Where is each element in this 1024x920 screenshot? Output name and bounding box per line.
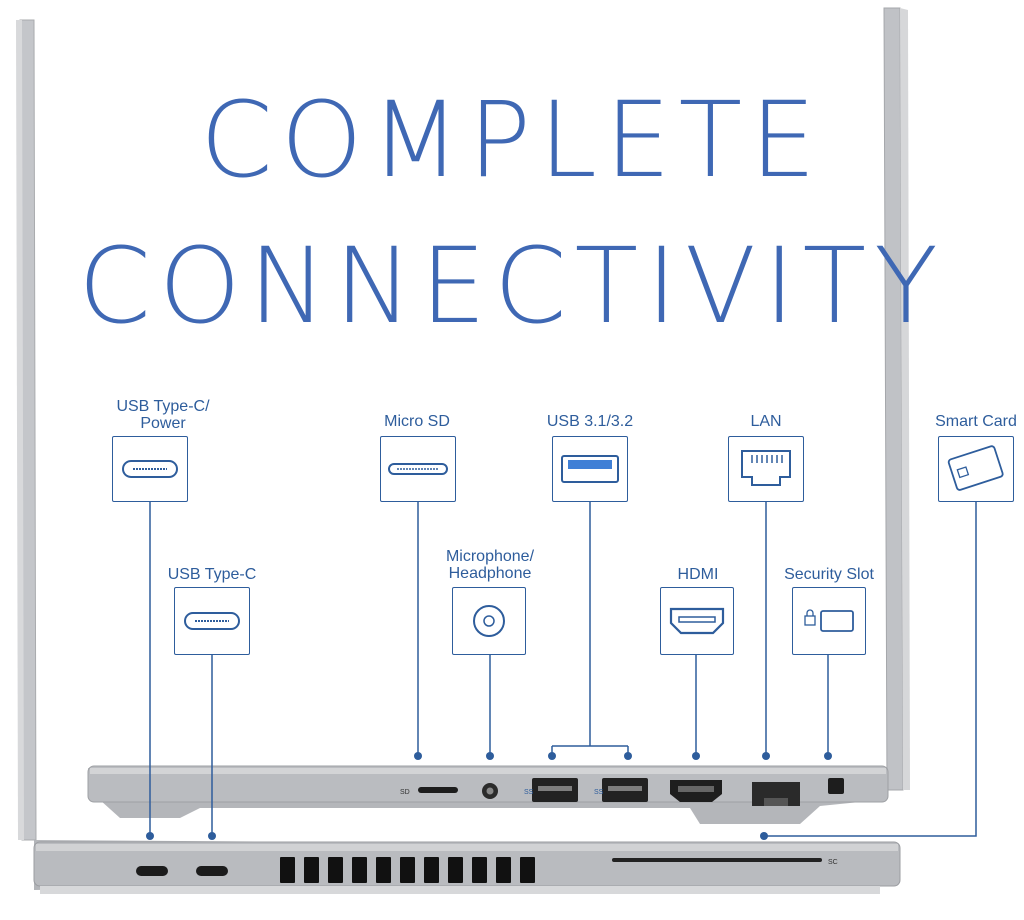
micro-sd-slot-icon [380,436,456,502]
headline-line-2: CONNECTIVITY [78,225,946,347]
security-slot-icon [792,587,866,655]
smart-card-icon [938,436,1014,502]
hdmi-label: HDMI [677,566,719,583]
security-slot-label: Security Slot [784,566,874,583]
smart-card-label: Smart Card [935,413,1017,430]
usb-c-power-port-icon [112,436,188,502]
lan-label: LAN [750,413,782,430]
svg-text:SS: SS [594,789,604,796]
usb-31-label: USB 3.1/3.2 [546,413,634,430]
lan-port-icon [728,436,804,502]
hdmi-port-icon [660,587,734,655]
usb-c-label: USB Type-C [167,566,257,583]
audio-jack-icon [452,587,526,655]
usb-c-power-label: USB Type-C/ Power [116,398,210,432]
usb-a-port-icon [552,436,628,502]
svg-text:SD: SD [400,789,410,796]
headline-line-1: COMPLETE [200,79,824,201]
svg-text:SS: SS [524,789,534,796]
usb-c-port-icon [174,587,250,655]
svg-text:SC: SC [828,859,838,866]
mic-headphone-label: Microphone/ Headphone [445,548,535,582]
micro-sd-label: Micro SD [384,413,450,430]
